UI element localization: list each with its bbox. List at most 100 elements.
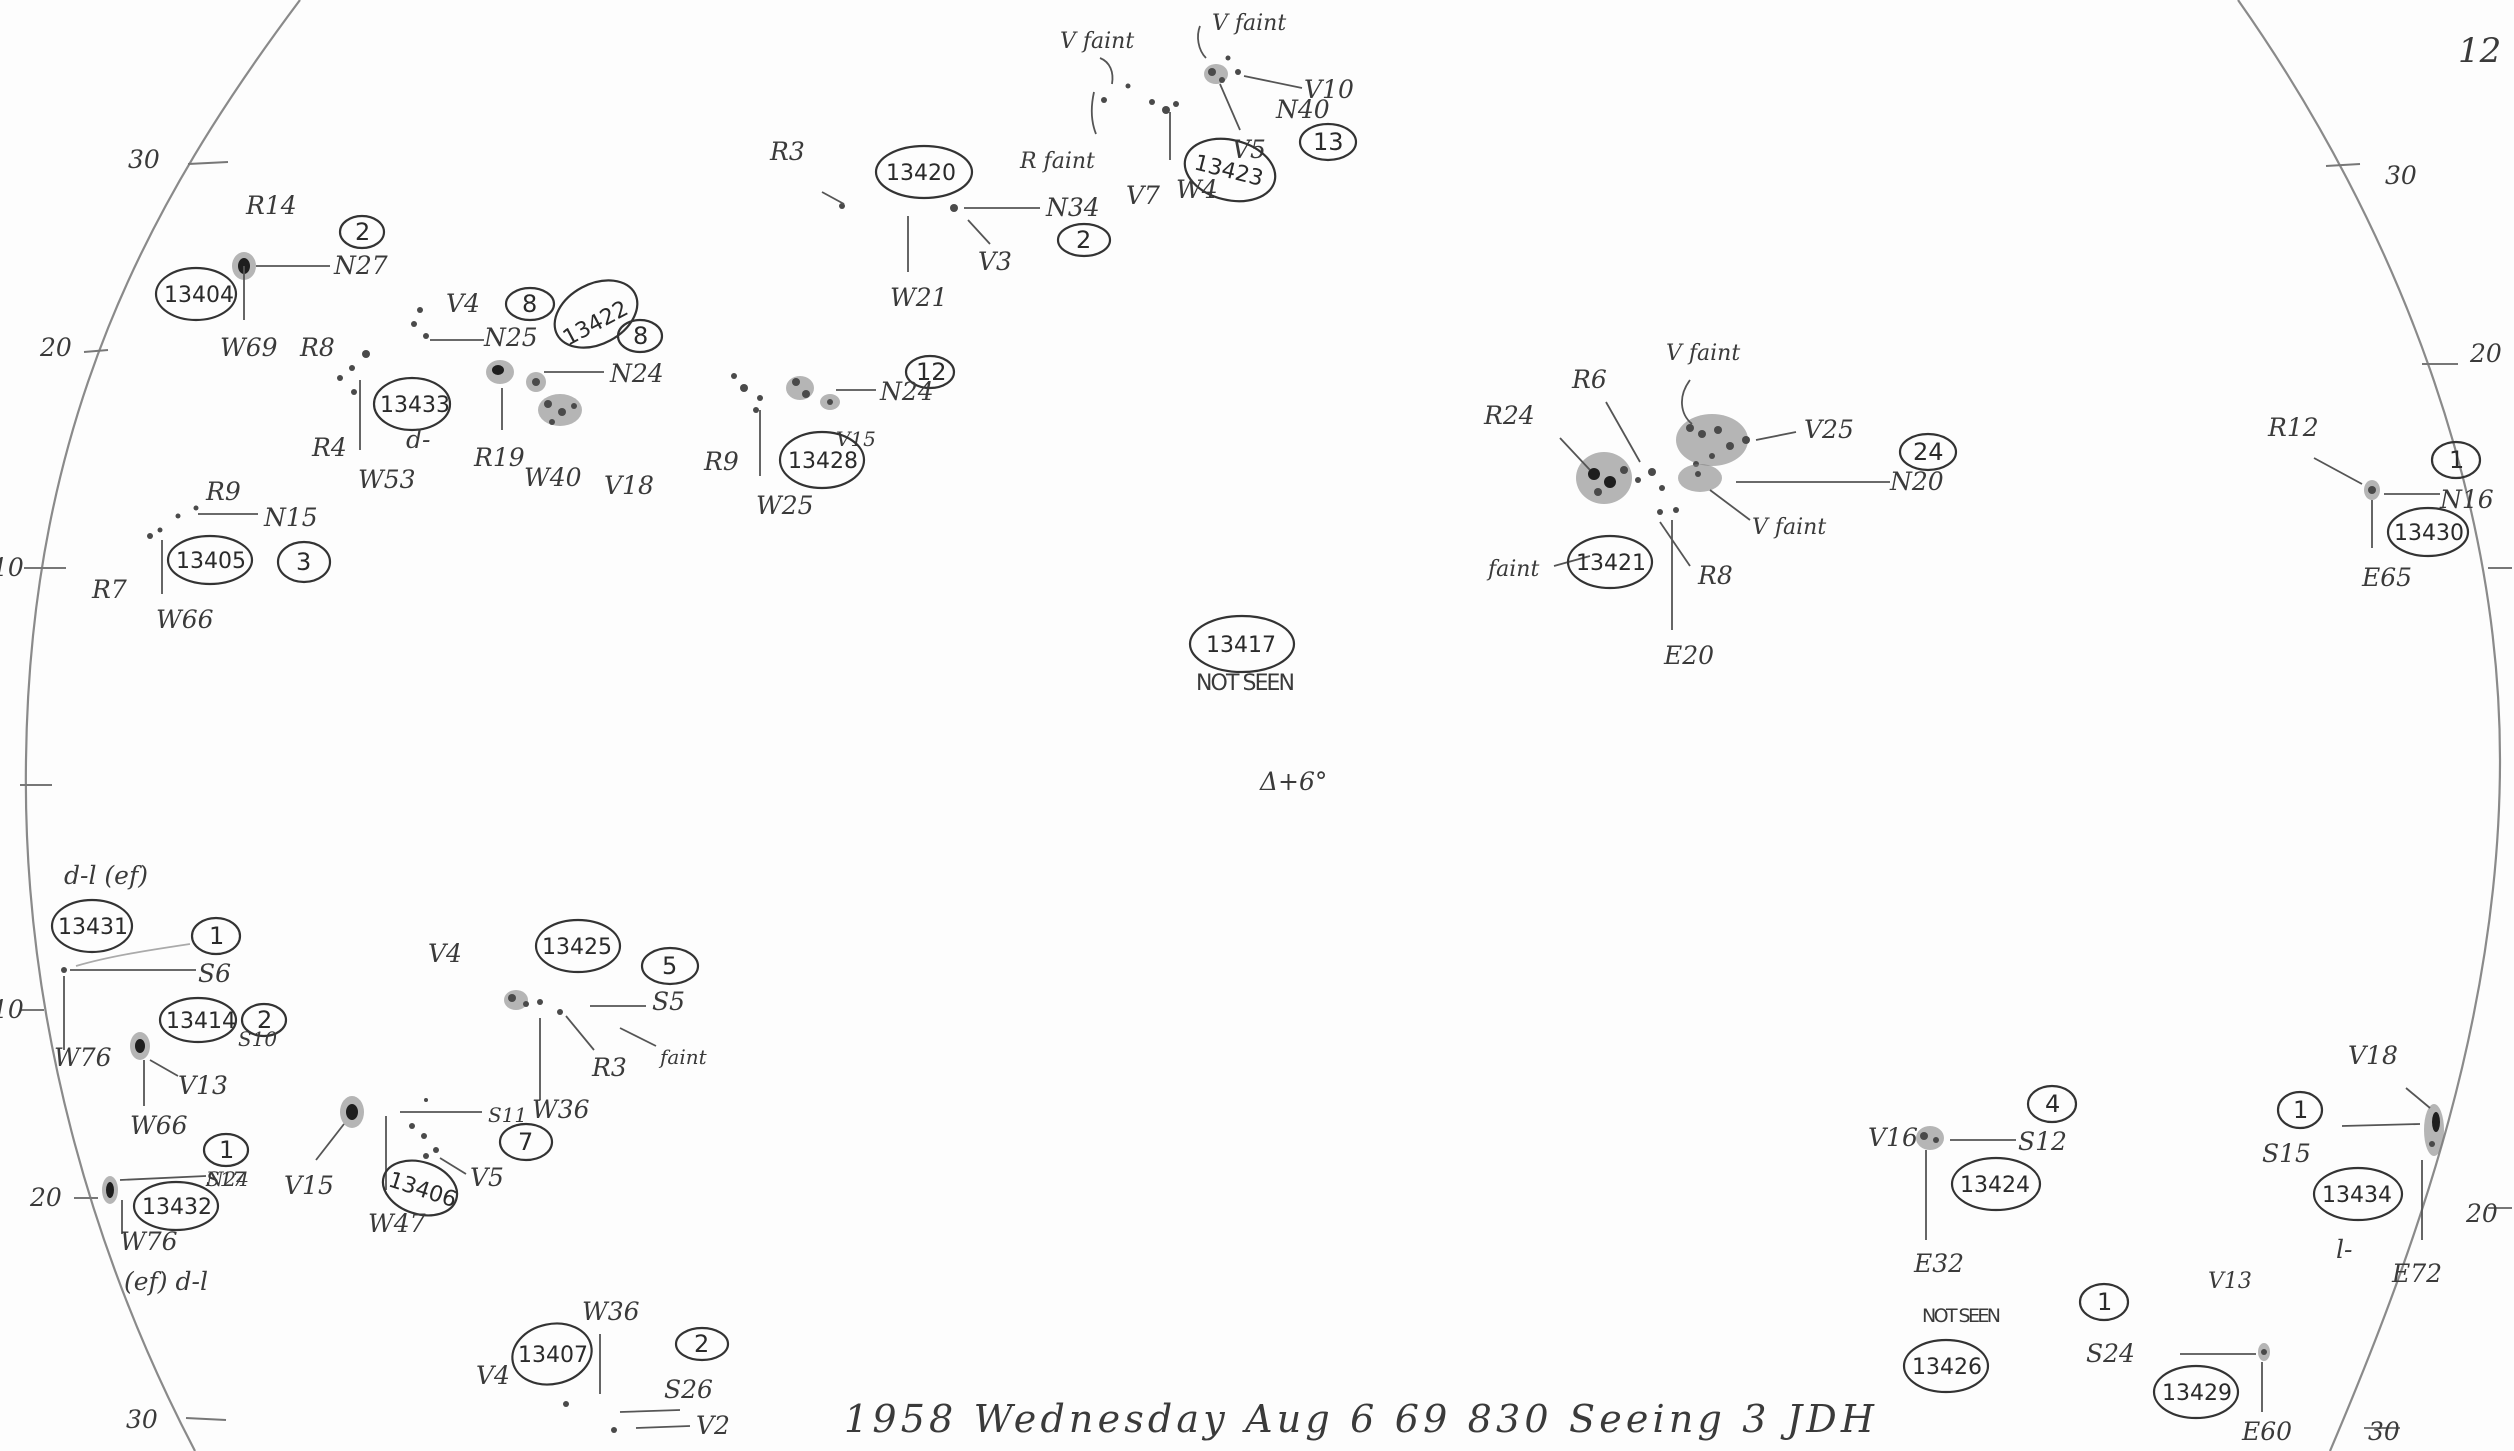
group-13421: R24 R6 V faint V25 V faint faint R8 1342… [1483, 341, 1958, 670]
group-number-oval [1902, 1338, 1990, 1394]
spot-count-circle [504, 286, 556, 322]
group-number: 13407 [518, 1343, 588, 1368]
spot-label: V15 [836, 427, 876, 451]
spot-label: R6 [1571, 365, 1607, 394]
spot-count-circle [338, 214, 386, 250]
spot-label: V faint [1060, 29, 1134, 54]
spot-label: R14 [245, 191, 297, 220]
spot-count-circle [276, 540, 332, 584]
longitude-label: W40 [524, 463, 582, 492]
group-number: 13425 [542, 935, 612, 960]
spot-count: 24 [1913, 438, 1944, 466]
latitude-label: S17 [206, 1167, 245, 1191]
group-13433: R8 R4 V4 13433 d- W53 [299, 289, 484, 494]
spot-label: V faint [1212, 11, 1286, 36]
spot-label: V18 [2348, 1041, 2398, 1070]
longitude-label: W21 [890, 283, 948, 312]
group-number-oval [553, 279, 639, 349]
spot-count: 1 [2449, 446, 2464, 474]
tick-right-30: 30 [2385, 161, 2417, 190]
latitude-label: S11 [488, 1103, 527, 1127]
tick-right-30-south: 30 [2368, 1417, 2400, 1446]
spot-label: R7 [91, 575, 127, 604]
spot-count-circle [2276, 1090, 2324, 1130]
latitude-label: S10 [238, 1027, 277, 1051]
group-number: 13414 [166, 1009, 236, 1034]
group-13430: R12 1 N16 13430 E65 [2267, 413, 2494, 592]
group-number-oval [158, 996, 238, 1044]
longitude-label: W76 [54, 1043, 112, 1072]
spot-count: 13 [1313, 128, 1344, 156]
spot-label: R12 [2267, 413, 2319, 442]
spot-label: V5 [1232, 135, 1266, 164]
group-13423: V faint V faint R faint V7 V5 V10 N40 13… [1019, 11, 1358, 210]
longitude-label: W76 [120, 1227, 178, 1256]
group-number-oval [1950, 1156, 2042, 1212]
spot-label: V18 [604, 471, 654, 500]
latitude-label: N16 [2439, 485, 2494, 514]
center-offset-note: Δ+6° [1259, 767, 1327, 796]
group-number-oval [132, 1180, 220, 1232]
spot-count-circle [640, 946, 700, 986]
group-13406: V15 V5 S11 7 13406 W47 [284, 1096, 554, 1238]
spot-label: V16 [1868, 1123, 1918, 1152]
latitude-label: N20 [1889, 467, 1944, 496]
spot-count: 8 [522, 290, 537, 318]
group-number: 13433 [380, 393, 450, 418]
latitude-label: S6 [198, 959, 231, 988]
spot-count-circle [616, 318, 664, 354]
group-number-oval [50, 898, 134, 954]
spot-label: V4 [446, 289, 480, 318]
tick-right-20: 20 [2469, 339, 2502, 368]
longitude-label: E65 [2361, 563, 2412, 592]
group-number: 13431 [58, 915, 128, 940]
group-number-oval [372, 376, 452, 432]
spot-count: 1 [209, 922, 224, 950]
group-13414: V13 13414 2 S10 W66 [130, 996, 288, 1140]
spot-count: 2 [1076, 226, 1091, 254]
spot-label: R3 [769, 137, 805, 166]
spot-count: 3 [296, 548, 311, 576]
tick-left-20-south: 20 [29, 1183, 62, 1212]
group-number: 13417 [1206, 633, 1276, 658]
right-latitude-ticks: 30 20 20 30 [2325, 161, 2512, 1446]
group-class: l- [2336, 1235, 2352, 1264]
spot-count-circle [2430, 440, 2482, 480]
latitude-label: S26 [664, 1375, 713, 1404]
spot-count: 1 [2097, 1288, 2112, 1316]
spot-count: 5 [662, 952, 677, 980]
spot-count-circle [498, 1122, 554, 1162]
spot-count: 7 [518, 1128, 533, 1156]
page-number: 12 [2458, 31, 2501, 71]
spot-label: faint [1486, 557, 1539, 582]
group-number: 13420 [886, 161, 956, 186]
spot-count-circle [2078, 1282, 2130, 1322]
tick-right-20-south: 20 [2465, 1199, 2498, 1228]
group-number-oval [511, 1322, 593, 1386]
group-number-oval [1183, 137, 1277, 203]
center-note-13417: 13417 NOT SEEN Δ+6° [1188, 614, 1327, 796]
longitude-label: E60 [2241, 1417, 2292, 1446]
group-13407: W36 13407 2 S26 V4 V2 [476, 1297, 730, 1440]
latitude-label: N34 [1045, 193, 1100, 222]
group-number: 13426 [1912, 1355, 1982, 1380]
group-number: 13422 [559, 296, 633, 351]
spot-label: V13 [178, 1071, 228, 1100]
group-13431: d-l (ef) 13431 1 S6 W76 [50, 861, 242, 1072]
spot-count: 2 [257, 1006, 272, 1034]
latitude-label: S5 [652, 987, 685, 1016]
spot-count: 2 [694, 1330, 709, 1358]
latitude-label: S24 [2086, 1339, 2135, 1368]
group-number-oval [778, 430, 866, 490]
longitude-label: E32 [1913, 1249, 1964, 1278]
tick-left-10-north: 10 [0, 553, 24, 582]
solar-limb-left [24, 0, 301, 1451]
group-number-oval [1188, 614, 1296, 674]
longitude-label: W69 [220, 333, 278, 362]
group-class: d-l (ef) [64, 861, 148, 890]
tick-left-10-south: 10 [0, 995, 24, 1024]
spot-count-circle [190, 916, 242, 956]
spot-label: R faint [1019, 149, 1095, 174]
group-number-oval [874, 144, 974, 200]
